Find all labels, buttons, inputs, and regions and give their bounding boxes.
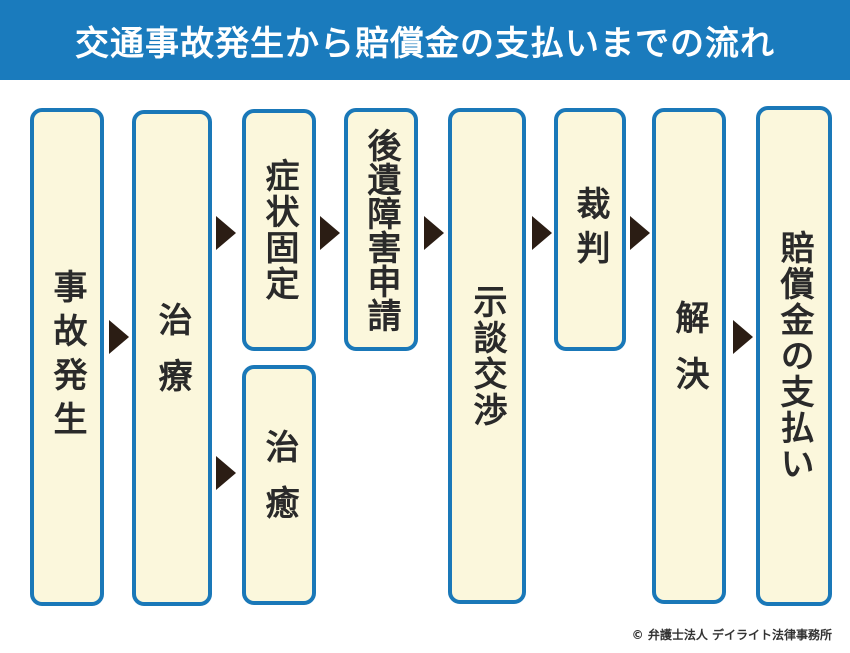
arrow-treatment-to-symptom-fixed xyxy=(216,216,236,250)
arrow-settlement-to-trial xyxy=(532,216,552,250)
arrow-resolution-to-payment xyxy=(733,320,753,354)
step-payment-label: 賠償金の支払い xyxy=(774,230,814,482)
step-trial-label: 裁判 xyxy=(570,185,610,274)
step-accident-label: 事故発生 xyxy=(47,269,87,445)
page-title: 交通事故発生から賠償金の支払いまでの流れ xyxy=(75,23,775,64)
arrow-accident-to-treatment xyxy=(109,320,129,354)
step-settlement: 示談交渉 xyxy=(448,108,526,604)
arrow-symptom-fixed-to-disability-claim xyxy=(320,216,340,250)
step-resolution: 解決 xyxy=(652,108,726,604)
copyright-notice: © 弁護士法人 デイライト法律事務所 xyxy=(631,628,832,642)
step-cured: 治癒 xyxy=(242,365,316,605)
step-payment: 賠償金の支払い xyxy=(756,106,832,606)
step-cured-label: 治癒 xyxy=(259,429,299,541)
step-symptom-fixed: 症状固定 xyxy=(242,109,316,351)
step-disability-claim-label: 後遺障害申請 xyxy=(361,127,401,332)
step-treatment-label: 治療 xyxy=(152,302,192,414)
step-trial: 裁判 xyxy=(554,108,626,351)
step-disability-claim: 後遺障害申請 xyxy=(344,108,418,351)
arrow-disability-claim-to-settlement xyxy=(424,216,444,250)
step-symptom-fixed-label: 症状固定 xyxy=(259,158,299,302)
step-resolution-label: 解決 xyxy=(669,300,709,412)
step-accident: 事故発生 xyxy=(30,108,104,606)
step-treatment: 治療 xyxy=(132,110,212,606)
title-banner: 交通事故発生から賠償金の支払いまでの流れ xyxy=(0,0,850,80)
step-settlement-label: 示談交渉 xyxy=(467,284,507,428)
arrow-treatment-to-cured xyxy=(216,456,236,490)
arrow-trial-to-resolution xyxy=(630,216,650,250)
